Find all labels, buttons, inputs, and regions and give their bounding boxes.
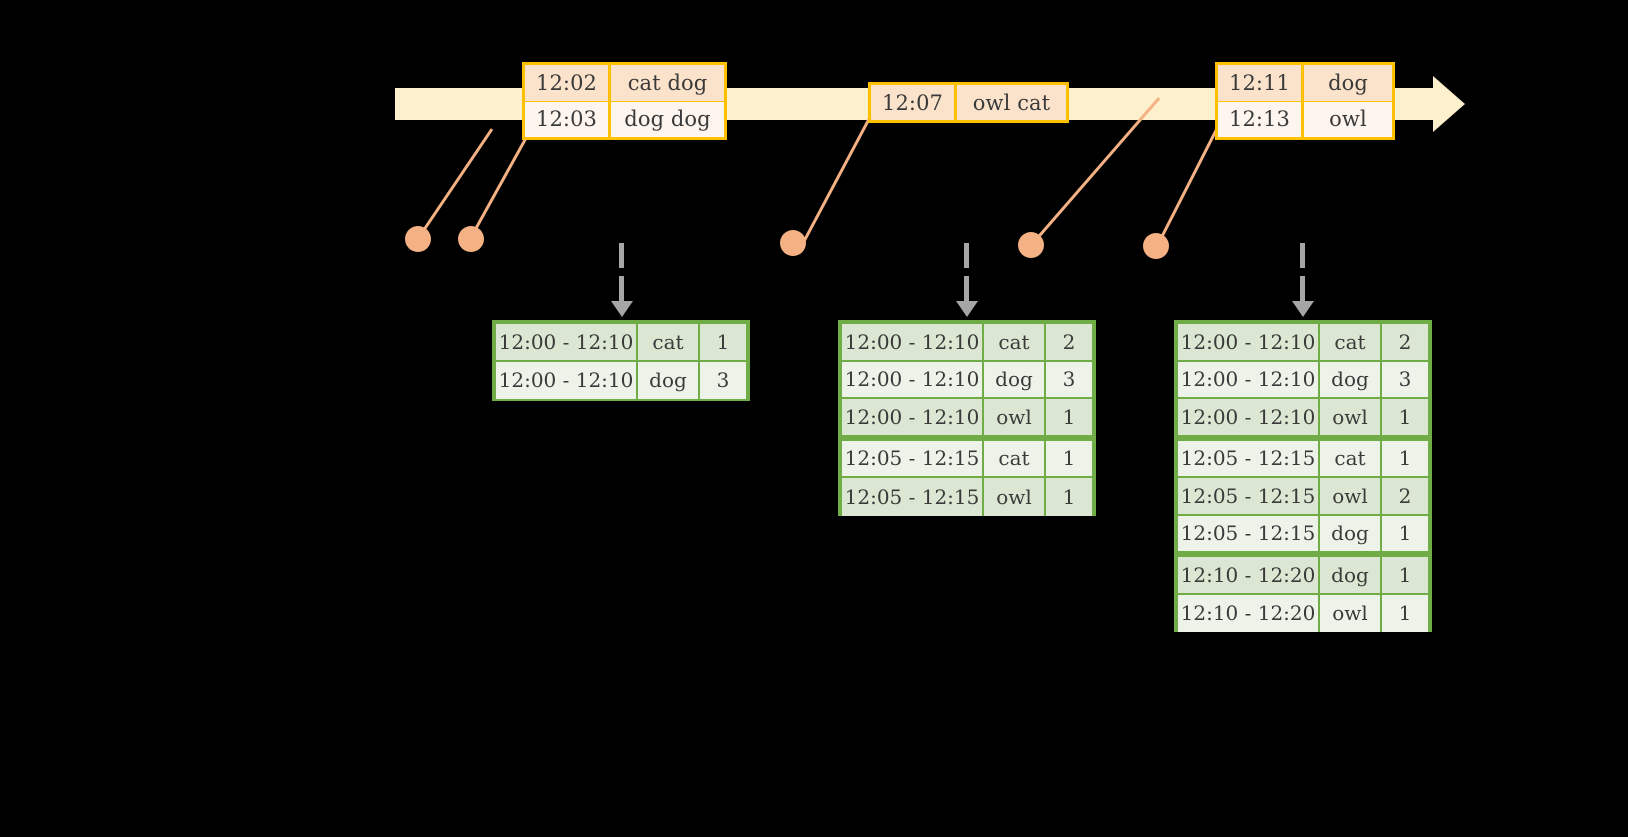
dashed-down-arrow-2: [956, 243, 978, 319]
count-cell: 1: [700, 324, 746, 362]
table-row: 12:00 - 12:10 dog 3: [496, 361, 746, 399]
event-box-1[interactable]: 12:02 cat dog 12:03 dog dog: [522, 62, 727, 140]
window-cell: 12:00 - 12:10: [496, 324, 638, 362]
window-cell: 12:00 - 12:10: [842, 361, 984, 399]
window-cell: 12:05 - 12:15: [842, 478, 984, 516]
key-cell: cat: [1320, 324, 1382, 362]
result-table-1[interactable]: 12:00 - 12:10 cat 1 12:00 - 12:10 dog 3: [492, 320, 750, 401]
count-cell: 1: [1046, 440, 1092, 478]
event-time: 12:13: [1218, 101, 1304, 137]
key-cell: owl: [1320, 399, 1382, 437]
window-cell: 12:00 - 12:10: [1178, 324, 1320, 362]
event-box-3[interactable]: 12:11 dog 12:13 owl: [1215, 62, 1395, 140]
connector-dot-1: [405, 226, 431, 252]
table-row: 12:00 - 12:10 cat 2: [1178, 324, 1428, 362]
count-cell: 1: [1382, 594, 1428, 632]
table-row: 12:10 - 12:20 owl 1: [1178, 594, 1428, 632]
count-cell: 1: [1382, 399, 1428, 437]
table-row: 12:05 - 12:15 dog 1: [1178, 515, 1428, 557]
event-box-2[interactable]: 12:07 owl cat: [868, 82, 1069, 123]
table-row: 12:00 - 12:10 dog 3: [1178, 361, 1428, 399]
count-cell: 1: [1046, 478, 1092, 516]
result-table-2[interactable]: 12:00 - 12:10 cat 2 12:00 - 12:10 dog 3 …: [838, 320, 1096, 516]
key-cell: dog: [984, 361, 1046, 399]
window-cell: 12:05 - 12:15: [1178, 478, 1320, 516]
event-value: cat dog: [611, 65, 724, 101]
timeline-arrowhead-icon: [1433, 76, 1465, 132]
connector-dot-3: [780, 230, 806, 256]
event-time: 12:02: [525, 65, 611, 101]
count-cell: 1: [1382, 440, 1428, 478]
key-cell: cat: [638, 324, 700, 362]
key-cell: dog: [1320, 515, 1382, 553]
count-cell: 1: [1382, 515, 1428, 553]
key-cell: owl: [984, 399, 1046, 437]
count-cell: 2: [1382, 478, 1428, 516]
dashed-down-arrow-3: [1292, 243, 1314, 319]
key-cell: owl: [1320, 478, 1382, 516]
key-cell: owl: [1320, 594, 1382, 632]
connector-dot-4: [1018, 232, 1044, 258]
key-cell: cat: [984, 440, 1046, 478]
table-row: 12:10 - 12:20 dog 1: [1178, 557, 1428, 595]
window-cell: 12:05 - 12:15: [1178, 515, 1320, 553]
result-table-3[interactable]: 12:00 - 12:10 cat 2 12:00 - 12:10 dog 3 …: [1174, 320, 1432, 632]
event-row: 12:02 cat dog: [525, 65, 724, 102]
table-row: 12:00 - 12:10 cat 2: [842, 324, 1092, 362]
count-cell: 3: [1046, 361, 1092, 399]
window-cell: 12:05 - 12:15: [842, 440, 984, 478]
event-value: owl cat: [957, 85, 1066, 120]
event-value: dog: [1304, 65, 1392, 101]
window-cell: 12:00 - 12:10: [1178, 361, 1320, 399]
key-cell: owl: [984, 478, 1046, 516]
table-row: 12:00 - 12:10 cat 1: [496, 324, 746, 362]
event-time: 12:03: [525, 101, 611, 137]
event-row: 12:03 dog dog: [525, 101, 724, 137]
table-row: 12:00 - 12:10 owl 1: [842, 399, 1092, 441]
table-row: 12:05 - 12:15 cat 1: [1178, 440, 1428, 478]
table-row: 12:05 - 12:15 cat 1: [842, 440, 1092, 478]
count-cell: 1: [1046, 399, 1092, 437]
table-row: 12:05 - 12:15 owl 2: [1178, 478, 1428, 516]
event-row: 12:07 owl cat: [871, 85, 1066, 120]
count-cell: 1: [1382, 557, 1428, 595]
event-time: 12:07: [871, 85, 957, 120]
window-cell: 12:05 - 12:15: [1178, 440, 1320, 478]
leader-line-3: [803, 105, 878, 242]
event-row: 12:13 owl: [1218, 101, 1392, 137]
key-cell: dog: [1320, 361, 1382, 399]
table-row: 12:00 - 12:10 owl 1: [1178, 399, 1428, 441]
event-value: owl: [1304, 101, 1392, 137]
count-cell: 2: [1382, 324, 1428, 362]
key-cell: dog: [638, 361, 700, 399]
connector-dot-5: [1143, 233, 1169, 259]
count-cell: 3: [1382, 361, 1428, 399]
table-row: 12:05 - 12:15 owl 1: [842, 478, 1092, 516]
window-cell: 12:00 - 12:10: [842, 399, 984, 437]
count-cell: 2: [1046, 324, 1092, 362]
connector-dot-2: [458, 226, 484, 252]
window-cell: 12:00 - 12:10: [496, 361, 638, 399]
key-cell: cat: [984, 324, 1046, 362]
event-row: 12:11 dog: [1218, 65, 1392, 102]
event-value: dog dog: [611, 101, 724, 137]
key-cell: cat: [1320, 440, 1382, 478]
window-cell: 12:00 - 12:10: [1178, 399, 1320, 437]
event-time: 12:11: [1218, 65, 1304, 101]
window-cell: 12:10 - 12:20: [1178, 594, 1320, 632]
leader-line-1: [418, 128, 494, 238]
table-row: 12:00 - 12:10 dog 3: [842, 361, 1092, 399]
leader-line-2: [470, 124, 535, 238]
window-cell: 12:10 - 12:20: [1178, 557, 1320, 595]
dashed-down-arrow-1: [611, 243, 633, 319]
key-cell: dog: [1320, 557, 1382, 595]
window-cell: 12:00 - 12:10: [842, 324, 984, 362]
count-cell: 3: [700, 361, 746, 399]
